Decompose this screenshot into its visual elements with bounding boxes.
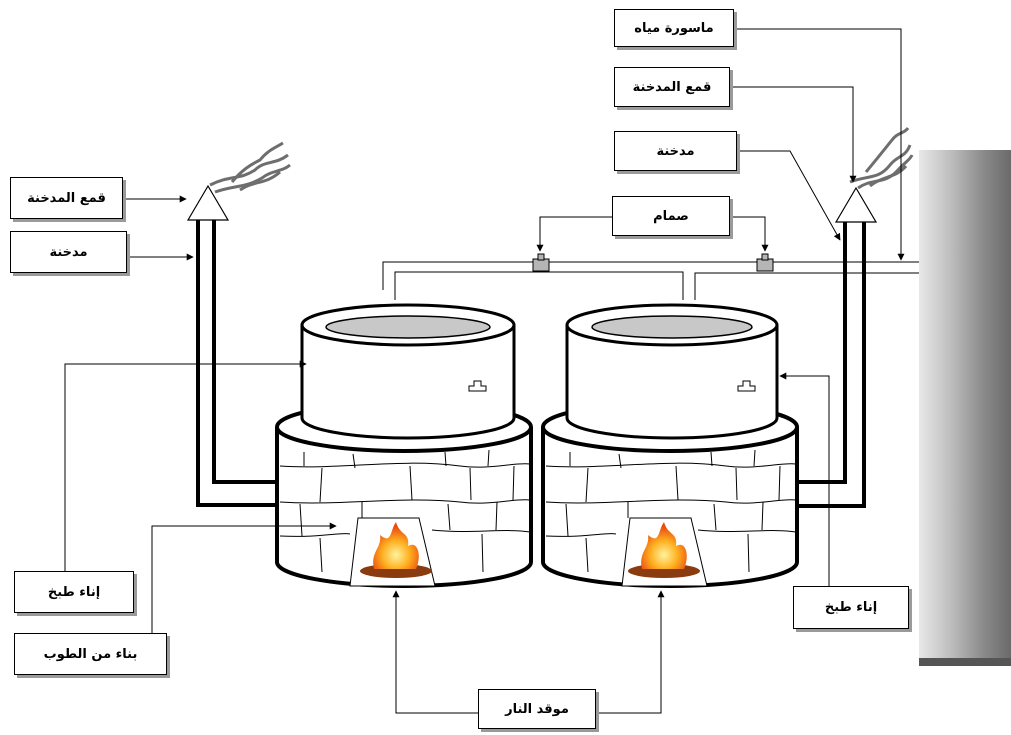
- label-brick-build: بناء من الطوب: [14, 633, 167, 675]
- stove-right: [541, 303, 799, 588]
- leader-chimney-cap-right: [730, 86, 857, 183]
- label-chimney-cap-right: قمع المدخنة: [614, 67, 730, 107]
- label-valve: صمام: [612, 196, 730, 236]
- leader-water-pipe: [735, 28, 905, 261]
- label-chimney-right: مدخنة: [614, 131, 737, 171]
- label-chimney-cap-left: قمع المدخنة: [10, 177, 123, 219]
- smoke-left-icon: [209, 141, 291, 194]
- label-cooking-pot-right: إناء طبخ: [793, 586, 909, 629]
- cooking-pot-left: [300, 303, 516, 440]
- valve-left: [532, 253, 550, 272]
- leader-brick: [151, 522, 337, 633]
- leader-fire-left: [392, 590, 478, 714]
- wall: [919, 150, 1011, 666]
- label-cooking-pot-left: إناء طبخ: [14, 571, 134, 613]
- leader-lines: [64, 28, 905, 714]
- handle-left-icon: [468, 380, 487, 392]
- chimney-right: [797, 186, 878, 508]
- leader-pot-right: [779, 372, 830, 586]
- water-pipe: [382, 261, 919, 300]
- leader-pot-left: [64, 360, 307, 571]
- stove-left: [275, 303, 533, 588]
- label-fire-place: موقد النار: [478, 689, 596, 729]
- chimney-left: [186, 184, 282, 507]
- fire-left-icon: [360, 522, 432, 578]
- label-chimney-left: مدخنة: [10, 231, 127, 273]
- leader-valve-left: [536, 216, 612, 252]
- fire-right-icon: [628, 522, 700, 578]
- label-water-pipe: ماسورة مياه: [614, 9, 734, 47]
- smoke-right-icon: [849, 127, 914, 190]
- leader-chimney-right: [738, 150, 841, 241]
- handle-right-icon: [737, 380, 756, 392]
- leader-valve-right: [730, 216, 769, 252]
- leader-fire-right: [596, 590, 665, 714]
- cooking-pot-right: [565, 303, 779, 440]
- valve-right: [756, 253, 774, 272]
